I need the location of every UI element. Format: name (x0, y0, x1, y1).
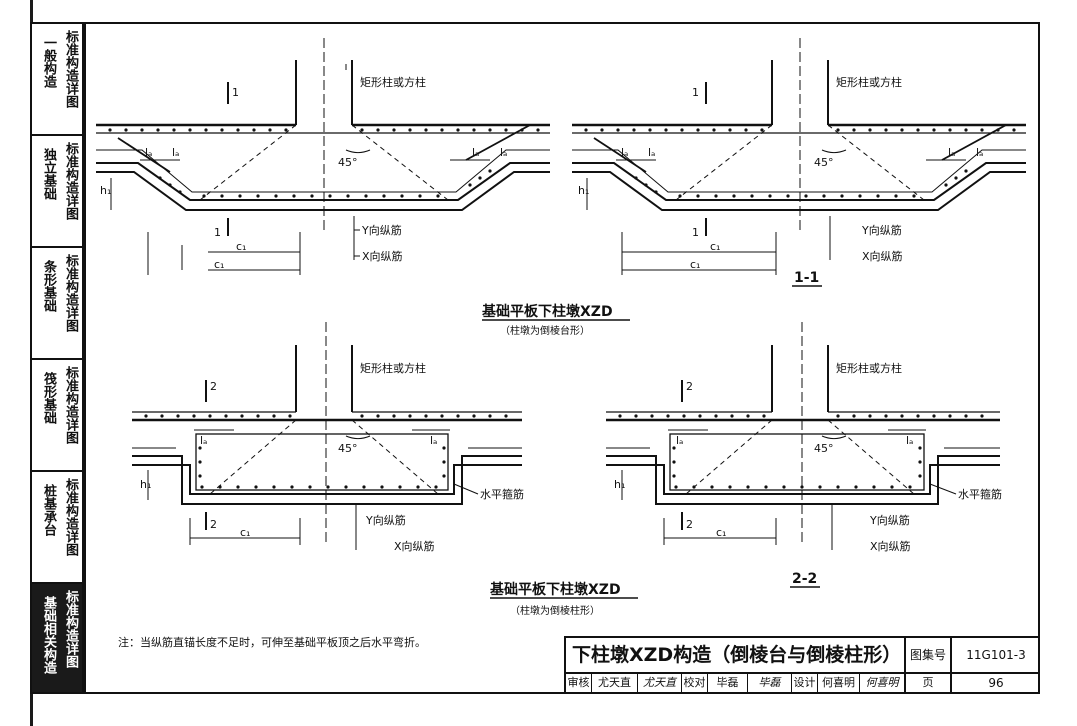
section-mark: 1 (692, 86, 699, 99)
drawing-title: 下柱墩XZD构造（倒棱台与倒棱柱形） (566, 638, 906, 674)
label-y-rebar: Y向纵筋 (861, 223, 902, 237)
section-mark: 1 (692, 226, 699, 239)
sidebar-tab-label: 标准构造详图 (63, 366, 78, 444)
label-h1: h₁ (614, 478, 625, 491)
sidebar-tab-label: 标准构造详图 (63, 478, 78, 556)
section-label-2-2: 2-2 (792, 571, 817, 587)
drawing-frame (84, 22, 1040, 694)
checker-signature: 毕磊 (748, 674, 792, 692)
label-x-rebar: X向纵筋 (394, 539, 435, 553)
section-mark: 1 (232, 86, 239, 99)
label-c1: c₁ (710, 240, 720, 253)
page-label: 页 (906, 674, 952, 692)
label-y-rebar: Y向纵筋 (869, 513, 910, 527)
reviewer-name: 尤天直 (592, 674, 638, 692)
label-la: lₐ (906, 434, 913, 447)
atlas-label: 图集号 (906, 638, 952, 674)
label-la: lₐ (948, 146, 955, 159)
label-angle: 45° (814, 156, 834, 169)
section-label-1-1: 1-1 (794, 270, 819, 286)
label-la: lₐ (976, 146, 983, 159)
sidebar-tab-pile-cap[interactable]: 标准构造详图 桩基承台 (32, 472, 82, 584)
label-horizontal-stirrup: 水平箍筋 (958, 487, 1002, 501)
label-h1: h₁ (100, 184, 111, 197)
label-la: lₐ (676, 434, 683, 447)
label-angle: 45° (814, 442, 834, 455)
label-c1: c₁ (716, 526, 726, 539)
sidebar-tab-label: 标准构造详图 (63, 142, 78, 220)
label-y-rebar: Y向纵筋 (361, 223, 402, 237)
label-x-rebar: X向纵筋 (862, 249, 903, 263)
review-label: 审核 (566, 674, 592, 692)
detail-bottom-left (132, 322, 522, 550)
caption-subtitle-bottom: （柱墩为倒棱柱形） (510, 604, 600, 617)
section-mark: 2 (210, 518, 217, 531)
title-block: 下柱墩XZD构造（倒棱台与倒棱柱形） 图集号 11G101-3 审核 尤天直 尤… (564, 636, 1040, 692)
sidebar-tab-label: 基础相关构造 (41, 596, 56, 674)
section-mark: 2 (686, 518, 693, 531)
atlas-number: 11G101-3 (952, 638, 1040, 674)
page-number: 96 (988, 676, 1004, 690)
chapter-sidebar: 标准构造详图 一般构造 标准构造详图 独立基础 标准构造详图 条形基础 标准构造… (30, 22, 84, 694)
check-label: 校对 (682, 674, 708, 692)
caption-title-bottom: 基础平板下柱墩XZD (490, 581, 621, 598)
section-mark: 2 (210, 380, 217, 393)
design-label: 设计 (792, 674, 818, 692)
detail-top-left (96, 38, 550, 275)
label-angle: 45° (338, 442, 358, 455)
sidebar-tab-general[interactable]: 标准构造详图 一般构造 (32, 24, 82, 136)
caption-subtitle-top: （柱墩为倒棱台形） (500, 324, 590, 337)
sidebar-tab-label: 桩基承台 (41, 484, 56, 536)
sidebar-tab-isolated-footing[interactable]: 标准构造详图 独立基础 (32, 136, 82, 248)
label-column: 矩形柱或方柱 (360, 361, 426, 375)
label-la: lₐ (172, 146, 179, 159)
sidebar-tab-label: 一般构造 (41, 36, 56, 88)
sidebar-tab-raft-footing[interactable]: 标准构造详图 筏形基础 (32, 360, 82, 472)
label-la: lₐ (648, 146, 655, 159)
label-x-rebar: X向纵筋 (870, 539, 911, 553)
label-la: lₐ (472, 146, 479, 159)
designer-name: 何喜明 (818, 674, 860, 692)
sidebar-tab-label: 标准构造详图 (63, 30, 78, 108)
caption-title-top: 基础平板下柱墩XZD (482, 303, 613, 320)
label-column: 矩形柱或方柱 (360, 75, 426, 89)
label-h1: h₁ (578, 184, 589, 197)
label-horizontal-stirrup: 水平箍筋 (480, 487, 524, 501)
detail-bottom-right (606, 322, 1000, 588)
drawing-note: 注：当纵筋直锚长度不足时，可伸至基础平板顶之后水平弯折。 (118, 636, 426, 649)
label-la: lₐ (430, 434, 437, 447)
label-c1: c₁ (690, 258, 700, 271)
checker-name: 毕磊 (708, 674, 748, 692)
label-y-rebar: Y向纵筋 (365, 513, 406, 527)
label-la: lₐ (200, 434, 207, 447)
label-la: lₐ (145, 146, 152, 159)
label-column: 矩形柱或方柱 (836, 75, 902, 89)
sidebar-tab-label: 标准构造详图 (63, 254, 78, 332)
reviewer-signature: 尤天直 (638, 674, 682, 692)
label-column: 矩形柱或方柱 (836, 361, 902, 375)
label-angle: 45° (338, 156, 358, 169)
label-h1: h₁ (140, 478, 151, 491)
sidebar-tab-related[interactable]: 标准构造详图 基础相关构造 (32, 584, 82, 692)
detail-top-right (572, 38, 1026, 287)
sidebar-tab-label: 条形基础 (41, 260, 56, 312)
sidebar-tab-strip-footing[interactable]: 标准构造详图 条形基础 (32, 248, 82, 360)
section-mark: 2 (686, 380, 693, 393)
label-c1: c₁ (236, 240, 246, 253)
sidebar-tab-label: 筏形基础 (41, 372, 56, 424)
sidebar-tab-label: 标准构造详图 (63, 590, 78, 668)
section-mark: 1 (214, 226, 221, 239)
label-x-rebar: X向纵筋 (362, 249, 403, 263)
sidebar-tab-label: 独立基础 (41, 148, 56, 200)
label-c1: c₁ (214, 258, 224, 271)
label-c1: c₁ (240, 526, 250, 539)
designer-signature: 何喜明 (860, 674, 906, 692)
label-la: lₐ (500, 146, 507, 159)
label-la: lₐ (621, 146, 628, 159)
